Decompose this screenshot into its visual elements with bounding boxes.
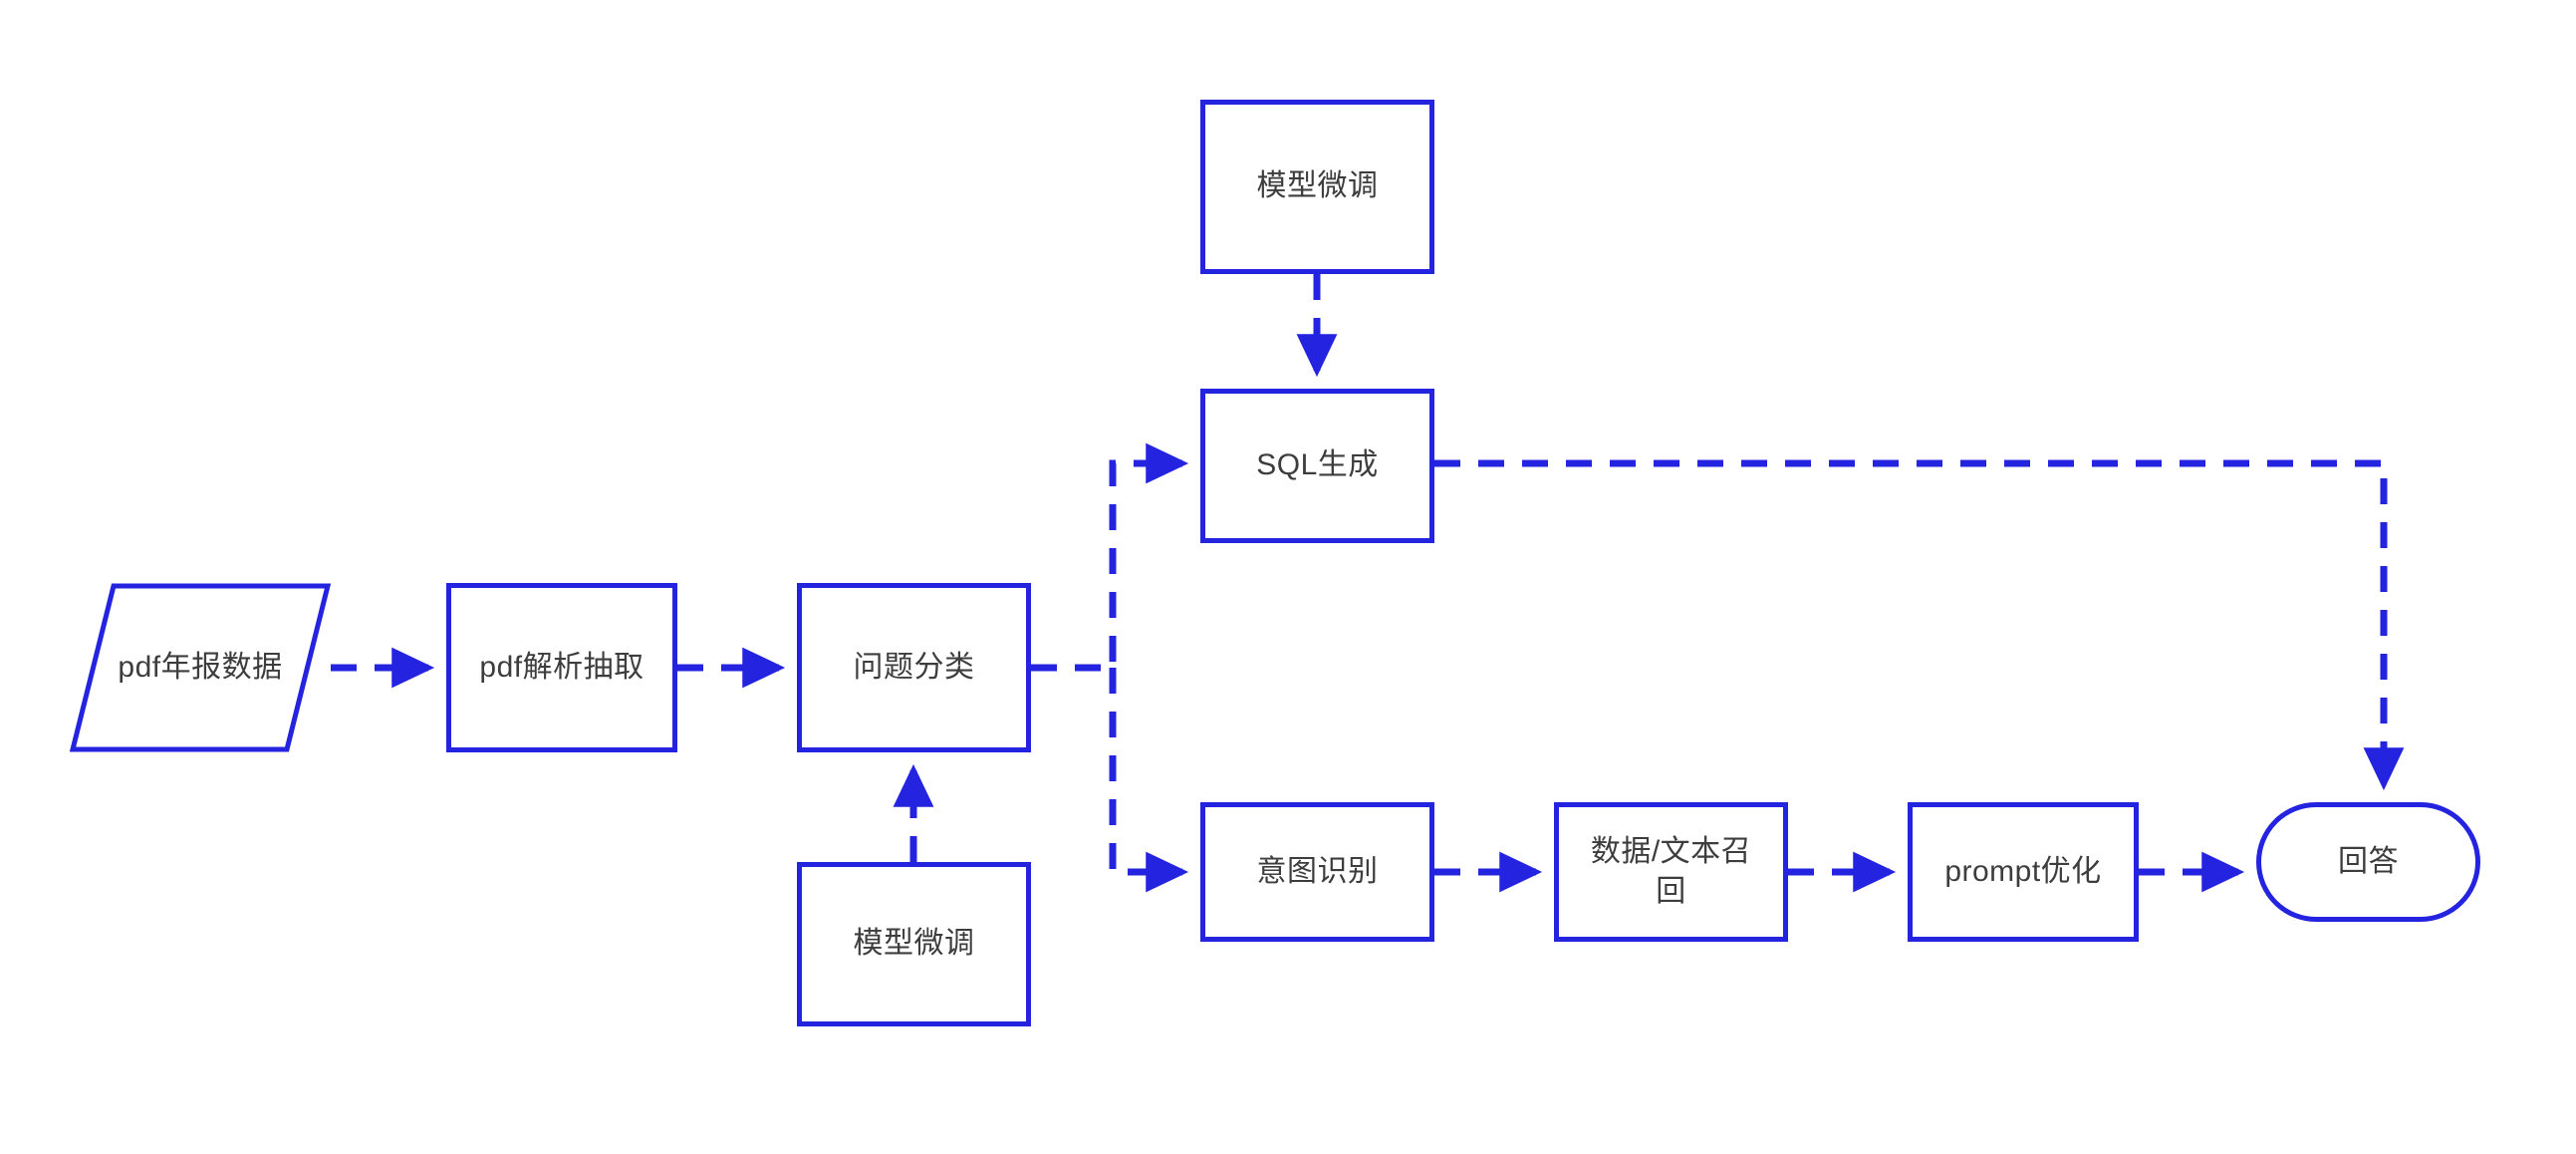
node-sql-gen[interactable]: SQL生成 bbox=[1200, 389, 1434, 543]
node-pdf-data-label: pdf年报数据 bbox=[118, 650, 283, 684]
node-question-classify-label: 问题分类 bbox=[853, 650, 975, 684]
node-answer-label: 回答 bbox=[2338, 844, 2399, 878]
node-question-classify[interactable]: 问题分类 bbox=[797, 583, 1031, 752]
parallelogram-shape bbox=[70, 583, 331, 752]
node-pdf-parse[interactable]: pdf解析抽取 bbox=[446, 583, 677, 752]
node-finetune-top-label: 模型微调 bbox=[1256, 169, 1379, 203]
node-answer[interactable]: 回答 bbox=[2256, 802, 2480, 922]
edge-sqlgen-to-answer bbox=[1434, 459, 2405, 791]
node-intent-recognition[interactable]: 意图识别 bbox=[1200, 802, 1434, 942]
node-finetune-bottom[interactable]: 模型微调 bbox=[797, 862, 1031, 1026]
node-pdf-parse-label: pdf解析抽取 bbox=[479, 650, 644, 684]
node-prompt-optimization[interactable]: prompt优化 bbox=[1908, 802, 2139, 942]
node-intent-recognition-label: 意图识别 bbox=[1256, 854, 1379, 888]
edge-qclassify-to-sqlgen bbox=[1031, 442, 1189, 672]
node-prompt-optimization-label: prompt优化 bbox=[1944, 854, 2102, 888]
node-pdf-data[interactable]: pdf年报数据 bbox=[70, 583, 331, 752]
node-sql-gen-label: SQL生成 bbox=[1256, 448, 1379, 482]
node-finetune-top[interactable]: 模型微调 bbox=[1200, 100, 1434, 274]
node-data-text-recall-label: 数据/文本召 回 bbox=[1590, 834, 1752, 909]
edge-qclassify-to-intent bbox=[1109, 668, 1189, 893]
node-data-text-recall[interactable]: 数据/文本召 回 bbox=[1554, 802, 1788, 942]
node-finetune-bottom-label: 模型微调 bbox=[853, 927, 975, 961]
